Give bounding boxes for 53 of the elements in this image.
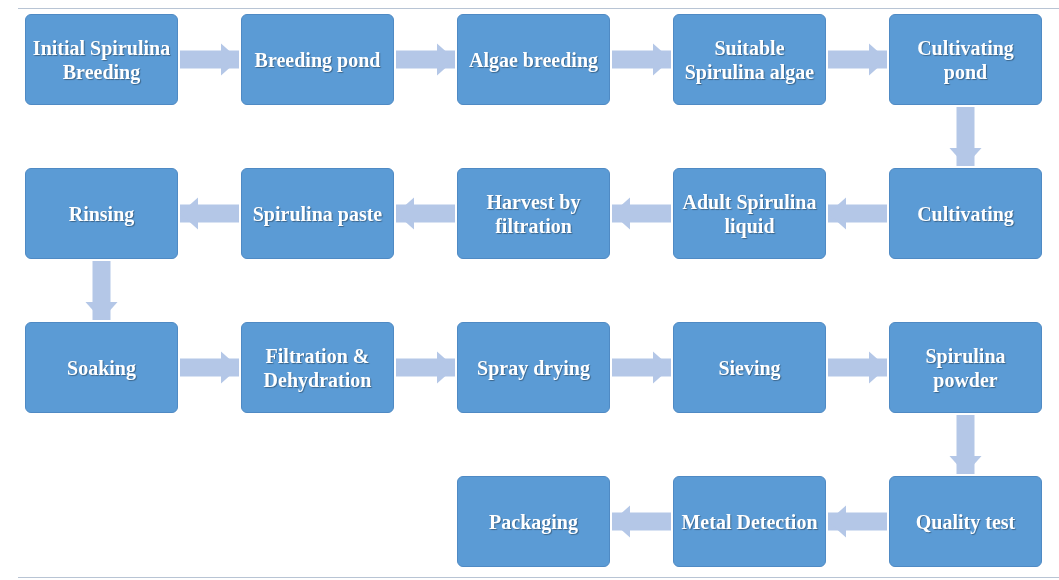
process-box	[25, 168, 178, 259]
block-arrow	[612, 43, 671, 76]
block-arrow	[828, 351, 887, 384]
block-arrow	[828, 197, 887, 230]
step-label: Spirulina powder	[924, 343, 1007, 392]
process-box	[457, 14, 610, 105]
block-arrow	[180, 197, 239, 230]
block-arrow	[828, 43, 887, 76]
step-label: Breeding pond	[254, 47, 381, 72]
step-label: Rinsing	[68, 201, 135, 226]
process-box	[889, 14, 1042, 105]
block-arrow	[949, 107, 982, 166]
process-box	[457, 168, 610, 259]
process-box	[673, 168, 826, 259]
block-arrow	[180, 351, 239, 384]
step-label: Suitable Spirulina algae	[683, 35, 816, 84]
block-arrow	[180, 43, 239, 76]
step-label: Adult Spirulina liquid	[681, 189, 818, 238]
process-box	[241, 322, 394, 413]
block-arrow	[612, 197, 671, 230]
step-label: Cultivating	[917, 201, 1014, 226]
process-box	[25, 14, 178, 105]
block-arrow	[828, 505, 887, 538]
process-box	[457, 476, 610, 567]
step-label: Cultivating pond	[916, 35, 1015, 84]
block-arrow	[949, 415, 982, 474]
step-label: Initial Spirulina Breeding	[31, 35, 172, 84]
process-box	[889, 168, 1042, 259]
step-label: Algae breeding	[468, 47, 599, 72]
process-box	[673, 476, 826, 567]
process-box	[241, 168, 394, 259]
process-box	[673, 322, 826, 413]
step-label: Soaking	[67, 355, 136, 380]
block-arrow	[85, 261, 118, 320]
process-box	[673, 14, 826, 105]
block-arrow	[612, 351, 671, 384]
process-box	[457, 322, 610, 413]
block-arrow	[612, 505, 671, 538]
process-box	[241, 14, 394, 105]
step-label: Packaging	[489, 509, 578, 534]
step-label: Harvest by filtration	[485, 189, 582, 238]
step-label: Spray drying	[477, 355, 590, 380]
process-box	[889, 322, 1042, 413]
process-box	[889, 476, 1042, 567]
step-label: Filtration & Dehydration	[262, 343, 373, 392]
process-box	[25, 322, 178, 413]
block-arrow	[396, 197, 455, 230]
block-arrow	[396, 43, 455, 76]
step-label: Spirulina paste	[252, 201, 383, 226]
step-label: Sieving	[718, 355, 781, 380]
step-label: Metal Detection	[681, 509, 818, 534]
step-label: Quality test	[915, 509, 1016, 534]
block-arrow	[396, 351, 455, 384]
